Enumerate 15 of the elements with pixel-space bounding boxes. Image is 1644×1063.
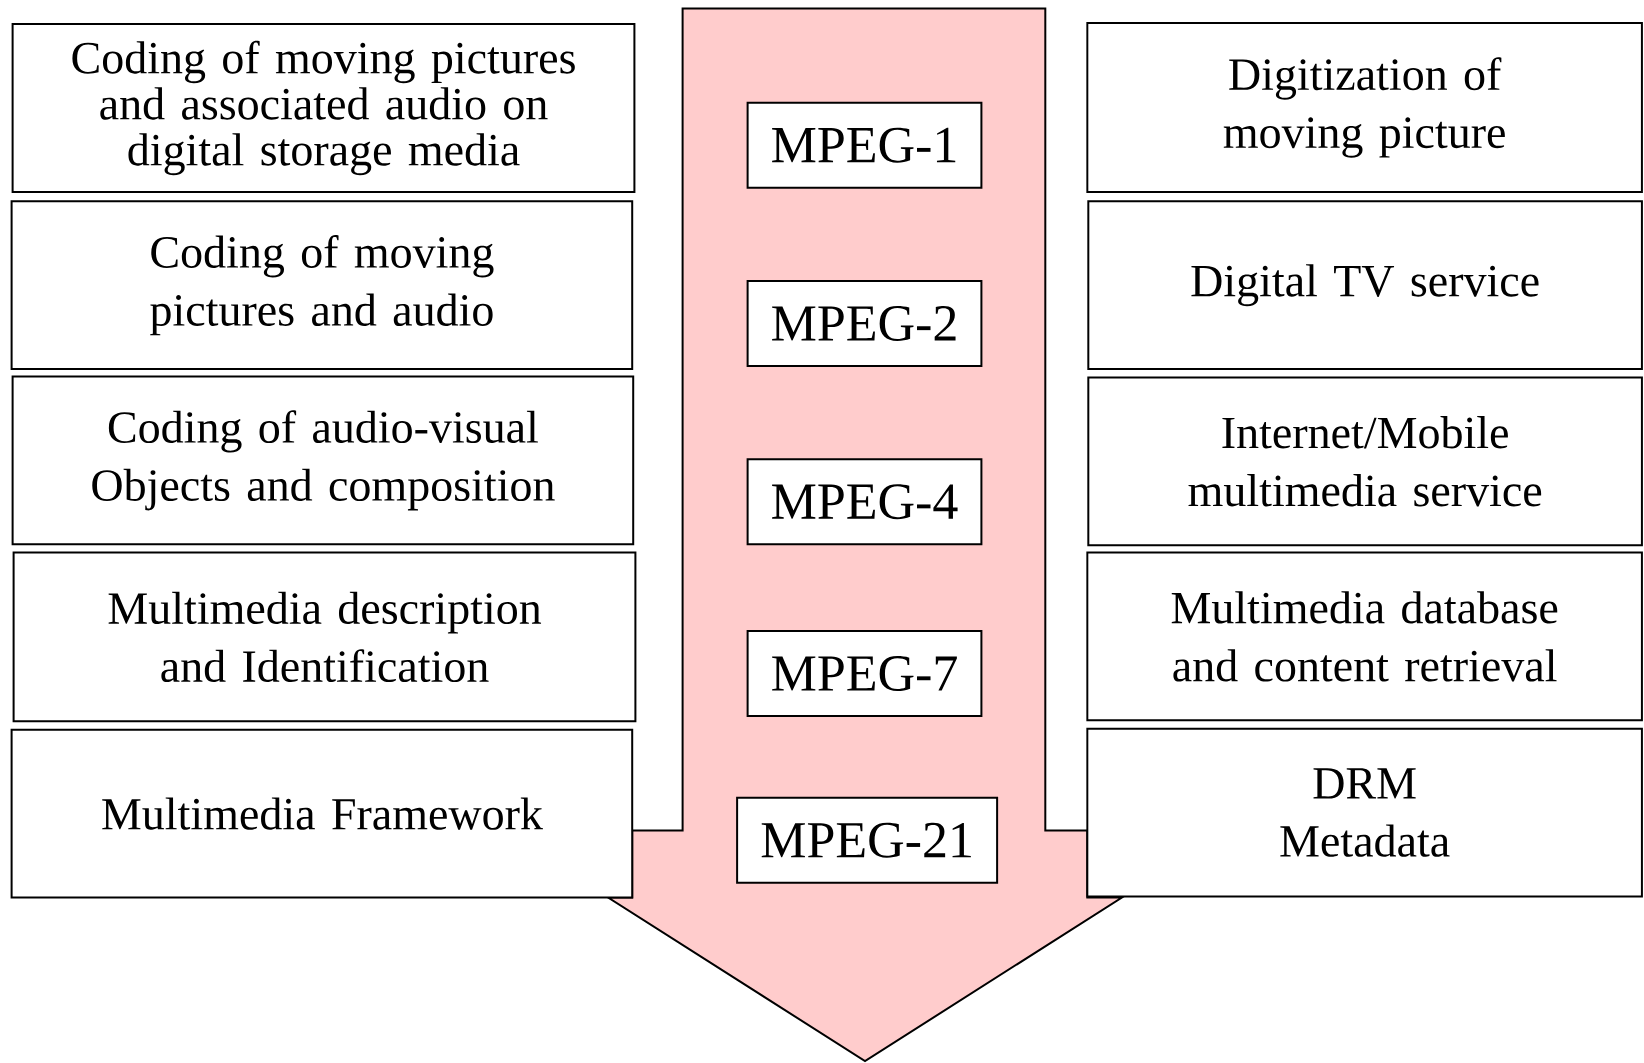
description-box: Coding of moving pictures and audio xyxy=(10,200,634,371)
standard-box: MPEG-21 xyxy=(736,796,999,884)
standard-box: MPEG-7 xyxy=(746,630,983,718)
standard-box: MPEG-2 xyxy=(746,280,983,367)
description-box: Multimedia Framework xyxy=(10,728,634,899)
description-box: Coding of audio-visual Objects and composition xyxy=(11,375,635,546)
description-box: Digitization of moving picture xyxy=(1086,22,1643,193)
standard-box: MPEG-1 xyxy=(746,101,983,189)
description-box: Coding of moving pictures and associated audio on digital storage media xyxy=(11,23,636,193)
description-box: Digital TV service xyxy=(1087,200,1643,371)
description-box: Multimedia description and Identification xyxy=(12,551,637,723)
standard-box: MPEG-4 xyxy=(746,458,983,546)
description-box: Multimedia database and content retrieval xyxy=(1086,551,1643,722)
description-box: DRM Metadata xyxy=(1086,727,1643,898)
description-box: Internet/Mobile multimedia service xyxy=(1087,376,1643,547)
